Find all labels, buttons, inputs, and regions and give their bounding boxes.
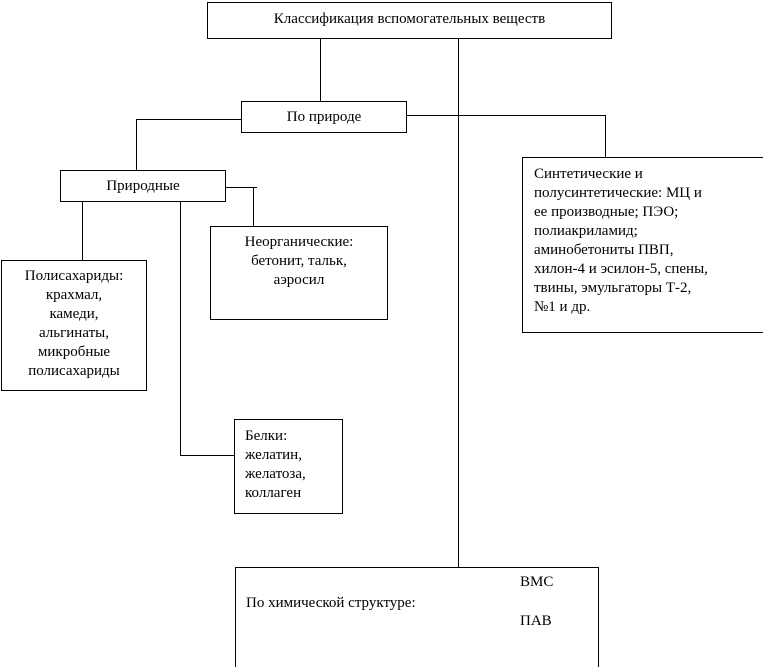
by-nature-box: По природе [241, 101, 407, 133]
polysaccharides-line: альгинаты, [39, 325, 109, 341]
classification-title-box: Классификация вспомогательных веществ [207, 2, 612, 39]
synthetic-line: твины, эмульгаторы Т-2, [534, 280, 692, 296]
synthetic-line: Синтетические и [534, 166, 643, 182]
proteins-line: желатоза, [245, 466, 306, 482]
proteins-line: желатин, [245, 447, 302, 463]
inorganic-line: аэросил [273, 272, 325, 288]
polysaccharides-line: микробные [37, 344, 111, 360]
pav-label: ПАВ [520, 613, 552, 629]
natural-box: Природные [60, 170, 226, 202]
proteins-line: коллаген [245, 485, 302, 501]
synthetic-line: хилон-4 и эсилон-5, спены, [534, 261, 708, 277]
polysaccharides-line: Полисахариды: [24, 268, 124, 284]
synthetic-line: ее производные; ПЭО; [534, 204, 679, 220]
inorganic-line: бетонит, тальк, [251, 253, 347, 269]
polysaccharides-line: крахмал, [45, 287, 103, 303]
vms-label: ВМС [520, 574, 554, 590]
proteins-line: Белки: [245, 428, 288, 444]
polysaccharides-box: Полисахариды: крахмал, камеди, альгинаты… [1, 260, 147, 391]
proteins-box: Белки: желатин, желатоза, коллаген [234, 419, 343, 514]
chemical-structure-box [235, 567, 599, 667]
polysaccharides-line: камеди, [49, 306, 99, 322]
inorganic-line: Неорганические: [244, 234, 354, 250]
natural-label: Природные [106, 178, 180, 194]
synthetic-line: полиакриламид; [534, 223, 638, 239]
chemical-structure-label: По химической структуре: [246, 595, 416, 611]
synthetic-line: аминобетониты ПВП, [534, 242, 674, 258]
synthetic-line: полусинтетические: МЦ и [534, 185, 702, 201]
polysaccharides-line: полисахариды [28, 363, 120, 379]
classification-title: Классификация вспомогательных веществ [273, 11, 546, 27]
synthetic-box: Синтетические и полусинтетические: МЦ и … [522, 157, 763, 333]
by-nature-label: По природе [286, 109, 362, 125]
synthetic-line: №1 и др. [534, 299, 591, 315]
inorganic-box: Неорганические: бетонит, тальк, аэросил [210, 226, 388, 320]
